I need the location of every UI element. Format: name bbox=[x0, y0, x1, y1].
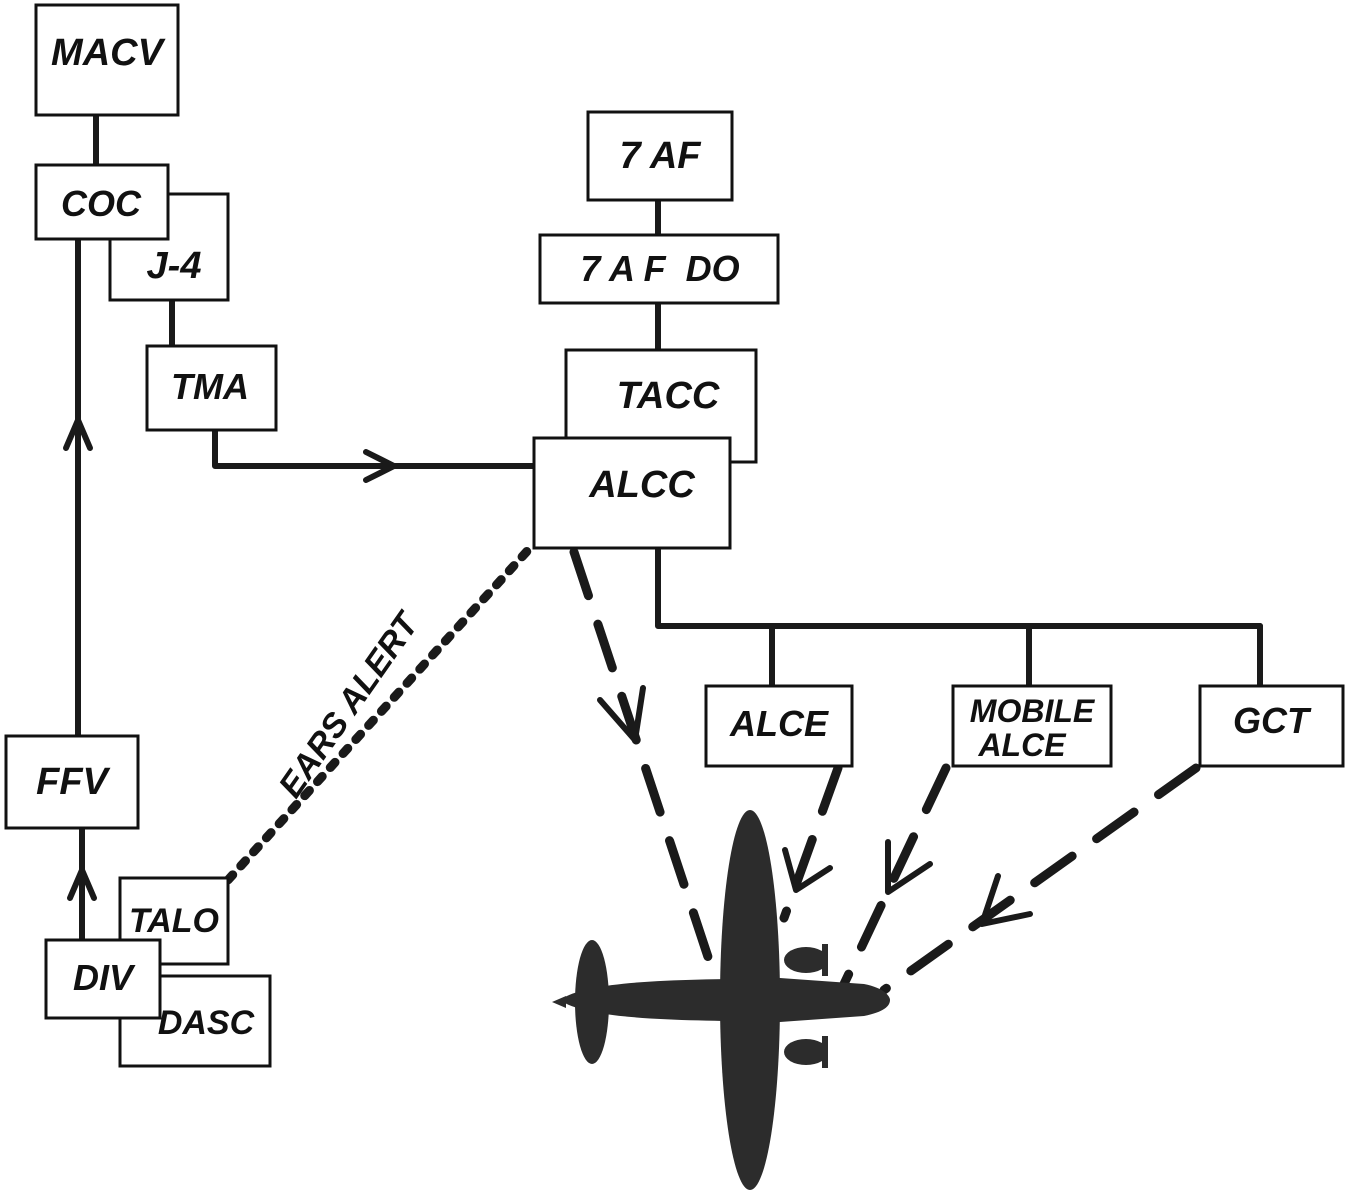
coc-label: COC bbox=[61, 183, 142, 224]
7af-label: 7 AF bbox=[620, 135, 703, 177]
gct-box: GCT bbox=[1200, 686, 1343, 766]
alcc-bus-link bbox=[658, 548, 1260, 626]
7af-box: 7 AF bbox=[588, 112, 732, 200]
coc-box: COC bbox=[36, 165, 168, 239]
7afdo-label: 7 A F DO bbox=[580, 248, 739, 289]
ffv-box: FFV bbox=[6, 736, 138, 828]
alcc-box: ALCC bbox=[534, 438, 730, 548]
ffv-label: FFV bbox=[36, 761, 110, 803]
ears-alert-link bbox=[228, 548, 530, 880]
tma-box: TMA bbox=[147, 346, 276, 430]
alcc-label: ALCC bbox=[588, 464, 695, 506]
mobile-alce-label-line1: MOBILE bbox=[970, 693, 1096, 729]
alce-label: ALCE bbox=[729, 703, 829, 744]
cargo-plane-silhouette-icon bbox=[552, 810, 890, 1190]
talo-label: TALO bbox=[129, 902, 219, 940]
macv-label: MACV bbox=[51, 32, 166, 74]
7afdo-box: 7 A F DO bbox=[540, 235, 778, 303]
dasc-label: DASC bbox=[158, 1004, 255, 1042]
mobile-alce-box: MOBILE ALCE bbox=[953, 686, 1111, 766]
alce-box: ALCE bbox=[706, 686, 852, 766]
gct-label: GCT bbox=[1233, 700, 1312, 741]
div-box: DIV bbox=[46, 940, 160, 1018]
tma-label: TMA bbox=[171, 366, 249, 407]
alcc-aircraft-dash bbox=[574, 552, 714, 975]
mobile-alce-label-line2: ALCE bbox=[977, 727, 1067, 763]
macv-box: MACV bbox=[36, 5, 178, 115]
tma-alcc-link bbox=[215, 430, 534, 466]
alce-aircraft-dash bbox=[784, 768, 838, 918]
tacc-label: TACC bbox=[617, 375, 720, 417]
div-label: DIV bbox=[73, 957, 136, 998]
ears-alert-label: EARS ALERT bbox=[271, 604, 428, 805]
j4-label: J-4 bbox=[147, 245, 202, 287]
